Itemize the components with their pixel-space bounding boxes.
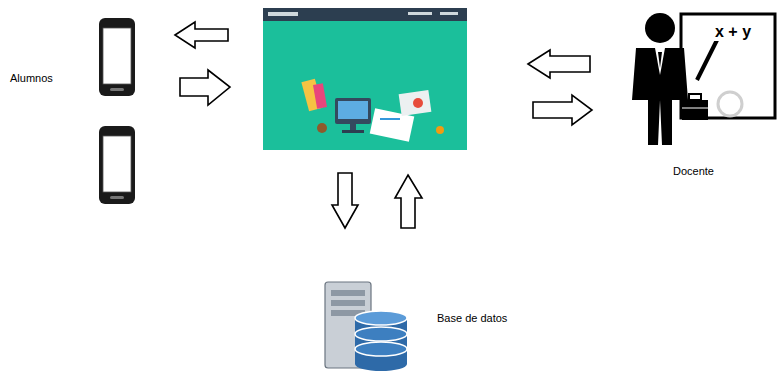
phone-icons <box>99 18 135 204</box>
storage-label: Base de datos <box>437 312 507 325</box>
group-label: Alumnos <box>10 72 53 85</box>
teacher-figure <box>632 13 775 145</box>
website-screenshot <box>263 8 467 150</box>
board-text: x + y <box>713 22 753 41</box>
role-label: Docente <box>673 165 714 178</box>
database-server <box>325 282 407 371</box>
